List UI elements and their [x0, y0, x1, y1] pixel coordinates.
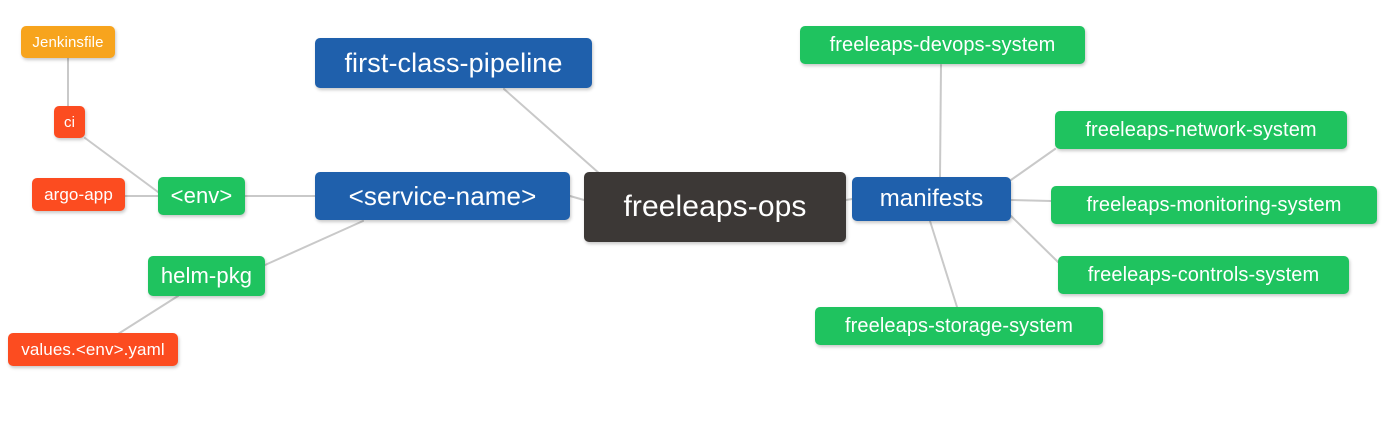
- edge-helm-values: [117, 295, 179, 335]
- edge-ops-service: [569, 195, 585, 201]
- node-label: helm-pkg: [160, 263, 253, 288]
- node-env[interactable]: <env>: [158, 177, 245, 215]
- edge-manifests-controls: [1010, 215, 1059, 263]
- node-freeleaps-monitoring-system[interactable]: freeleaps-monitoring-system: [1051, 186, 1377, 224]
- node-values-yaml[interactable]: values.<env>.yaml: [8, 333, 178, 366]
- edge-service-helm: [264, 220, 364, 266]
- node-first-class-pipeline[interactable]: first-class-pipeline: [315, 38, 592, 88]
- node-service-name[interactable]: <service-name>: [315, 172, 570, 220]
- node-label: freeleaps-controls-system: [1087, 264, 1320, 286]
- edge-manifests-devops: [939, 64, 942, 178]
- node-label: first-class-pipeline: [344, 47, 563, 78]
- node-label: freeleaps-network-system: [1085, 119, 1317, 141]
- node-freeleaps-controls-system[interactable]: freeleaps-controls-system: [1058, 256, 1349, 294]
- node-label: freeleaps-devops-system: [829, 34, 1056, 56]
- node-ci[interactable]: ci: [54, 106, 85, 138]
- node-label: freeleaps-ops: [623, 190, 807, 223]
- node-label: freeleaps-storage-system: [844, 315, 1074, 337]
- node-helm-pkg[interactable]: helm-pkg: [148, 256, 265, 296]
- edge-manifests-storage: [929, 220, 958, 308]
- node-freeleaps-storage-system[interactable]: freeleaps-storage-system: [815, 307, 1103, 345]
- node-manifests[interactable]: manifests: [852, 177, 1011, 221]
- node-label: argo-app: [44, 185, 113, 204]
- node-freeleaps-devops-system[interactable]: freeleaps-devops-system: [800, 26, 1085, 64]
- node-argo-app[interactable]: argo-app: [32, 178, 125, 211]
- node-label: freeleaps-monitoring-system: [1086, 194, 1342, 216]
- edge-manifests-network: [1010, 148, 1056, 181]
- node-label: manifests: [879, 185, 984, 212]
- edge-ops-pipeline: [503, 88, 601, 175]
- node-label: Jenkinsfile: [32, 33, 104, 51]
- node-jenkinsfile[interactable]: Jenkinsfile: [21, 26, 115, 58]
- node-freeleaps-network-system[interactable]: freeleaps-network-system: [1055, 111, 1347, 149]
- node-label: <env>: [170, 183, 233, 208]
- edge-manifests-monitoring: [1010, 199, 1052, 202]
- node-label: values.<env>.yaml: [21, 340, 165, 359]
- node-label: <service-name>: [348, 181, 537, 211]
- node-freeleaps-ops[interactable]: freeleaps-ops: [584, 172, 846, 242]
- node-label: ci: [63, 113, 76, 131]
